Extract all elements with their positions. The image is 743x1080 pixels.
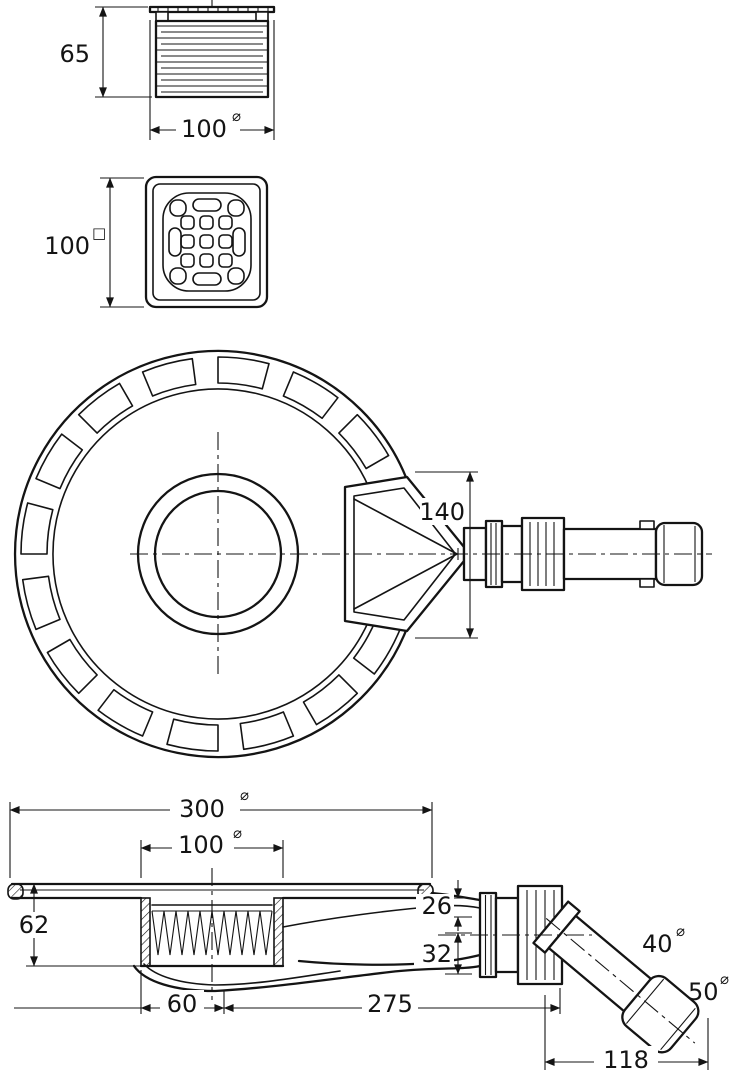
grate-pattern-boundary <box>162 192 252 292</box>
dim-label-100-top: 100 <box>181 115 227 143</box>
dim-label-40: 40 <box>642 930 673 958</box>
flange-section <box>7 882 434 900</box>
clamp-tab <box>639 578 655 588</box>
diameter-symbol: ⌀ <box>240 786 249 804</box>
dimension-26: 26 <box>416 880 472 931</box>
grate-edge-ticks <box>157 7 269 12</box>
dimension-118: 118 <box>544 995 709 1074</box>
dim-label-100-seat: 100 <box>178 831 224 859</box>
dimension-60: 60 <box>14 970 225 1018</box>
rim-inner-edge <box>52 388 370 720</box>
body-top-view: 140 <box>13 349 712 759</box>
plate-foot <box>255 11 269 22</box>
dimension-32: 32 <box>414 932 472 975</box>
dimension-300-diameter: 300 ⌀ <box>9 786 433 878</box>
grate-frame-inner <box>152 183 261 301</box>
square-symbol: □ <box>92 224 106 242</box>
dim-label-32: 32 <box>421 940 452 968</box>
pipe-centerline <box>545 918 696 1044</box>
body-outer-rim <box>13 349 410 759</box>
threaded-body <box>154 19 270 99</box>
diameter-symbol: ⌀ <box>720 970 729 988</box>
assembly-side-view: 300 ⌀ 100 ⌀ 62 26 <box>7 786 729 1074</box>
grate-center-holes <box>180 215 233 268</box>
dimension-100-seat: 100 ⌀ <box>140 824 284 878</box>
dimension-100-diameter: 100 ⌀ <box>149 20 275 143</box>
dim-label-100-square: 100 <box>44 232 90 260</box>
dim-label-275: 275 <box>367 990 413 1018</box>
diameter-symbol: ⌀ <box>232 107 241 125</box>
dim-label-300: 300 <box>179 795 225 823</box>
dim-label-50: 50 <box>688 978 719 1006</box>
dimension-100-square: 100 □ <box>44 177 144 308</box>
dim-label-140: 140 <box>419 498 465 526</box>
dim-label-26: 26 <box>421 892 452 920</box>
dimension-275: 275 <box>223 988 561 1018</box>
dimension-50-diameter: 50 ⌀ <box>688 970 729 1006</box>
dim-label-65: 65 <box>59 40 90 68</box>
dim-label-62: 62 <box>19 911 50 939</box>
dim-label-118: 118 <box>603 1046 649 1074</box>
diameter-symbol: ⌀ <box>233 824 242 842</box>
plate-foot <box>155 11 169 22</box>
rim-slot-ring <box>20 356 401 752</box>
extension-side-view: 65 100 ⌀ <box>59 0 276 143</box>
clamp-tab <box>639 520 655 530</box>
grate-frame-outer <box>144 175 269 309</box>
dimension-62: 62 <box>14 883 141 967</box>
grate-top-view: 100 □ <box>44 175 269 309</box>
thread-ribs <box>156 25 268 93</box>
dim-label-60: 60 <box>167 990 198 1018</box>
dimension-65: 65 <box>59 6 152 98</box>
dimension-40-diameter: 40 ⌀ <box>642 922 685 958</box>
angled-outlet-pipe <box>532 900 700 1054</box>
dimension-140: 140 <box>415 471 478 639</box>
diameter-symbol: ⌀ <box>676 922 685 940</box>
